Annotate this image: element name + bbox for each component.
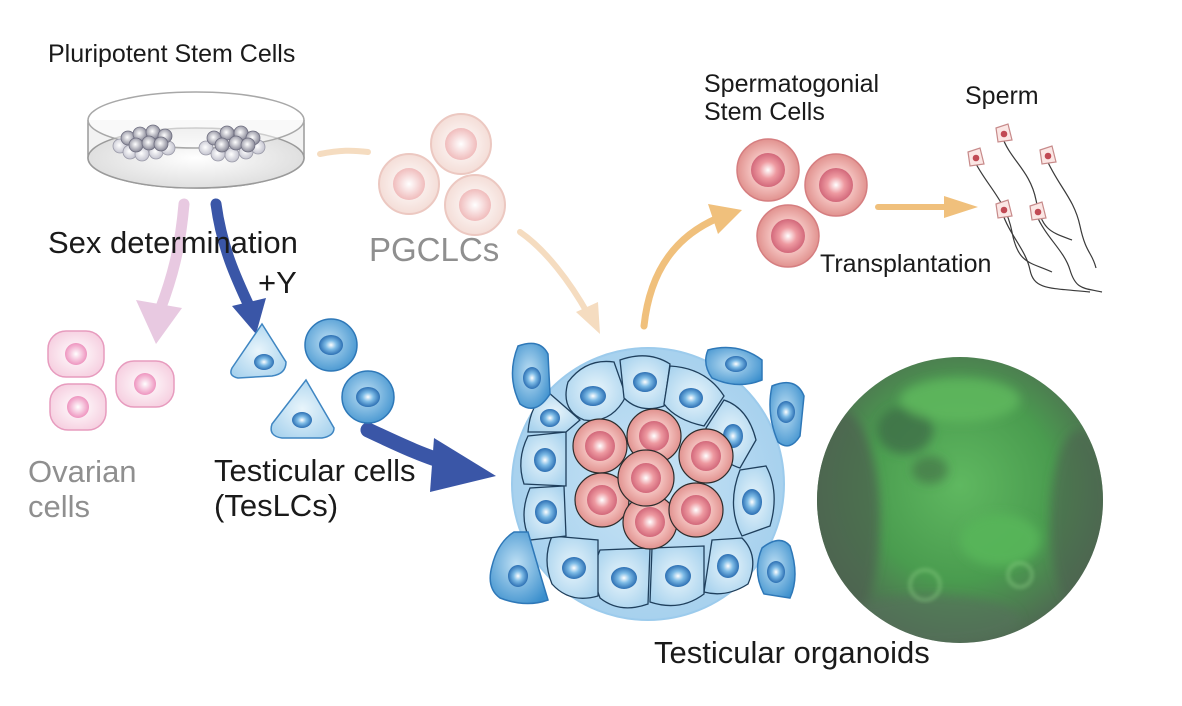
pluripotent-stem-cells-label: Pluripotent Stem Cells bbox=[48, 40, 296, 68]
ovarian-cells bbox=[47, 330, 175, 431]
testicular-arrow-lower bbox=[360, 422, 496, 492]
pgclc-arrow-in bbox=[317, 147, 371, 157]
petri-dish bbox=[87, 91, 305, 189]
transplantation-label: Transplantation bbox=[820, 250, 992, 278]
ovarian-cells-label: Ovarian cells bbox=[28, 454, 137, 524]
sperm-label: Sperm bbox=[965, 82, 1039, 110]
pgclc-cells bbox=[378, 113, 506, 236]
organoid-germ-cells bbox=[572, 408, 734, 550]
teslc-cells bbox=[230, 318, 395, 439]
pgclcs-label: PGCLCs bbox=[369, 231, 500, 268]
testicular-organoid bbox=[489, 342, 805, 621]
stem-cell-colony-left bbox=[112, 124, 176, 162]
testicular-arrow-upper bbox=[210, 198, 266, 334]
spermatogonial-cells bbox=[736, 138, 868, 268]
testicular-organoids-label: Testicular organoids bbox=[654, 635, 930, 670]
testicular-cells-label: Testicular cells (TesLCs) bbox=[214, 453, 416, 523]
pgclc-to-organoid-arrow bbox=[517, 229, 600, 334]
stem-cell-colony-right bbox=[198, 125, 266, 163]
spermatogonial-stem-cells-label: Spermatogonial Stem Cells bbox=[704, 70, 880, 126]
ovarian-arrow bbox=[136, 198, 190, 344]
organoid-outer-nuclei bbox=[534, 372, 762, 589]
organoid-to-ssc-arrow bbox=[640, 204, 742, 330]
plus-y-label: +Y bbox=[258, 265, 297, 300]
organoid-surface-nuclei bbox=[508, 356, 795, 587]
fluorescence-micrograph bbox=[817, 357, 1103, 643]
sex-determination-label: Sex determination bbox=[48, 225, 298, 260]
sperm-cells bbox=[967, 123, 1103, 293]
transplantation-arrow bbox=[875, 196, 978, 218]
